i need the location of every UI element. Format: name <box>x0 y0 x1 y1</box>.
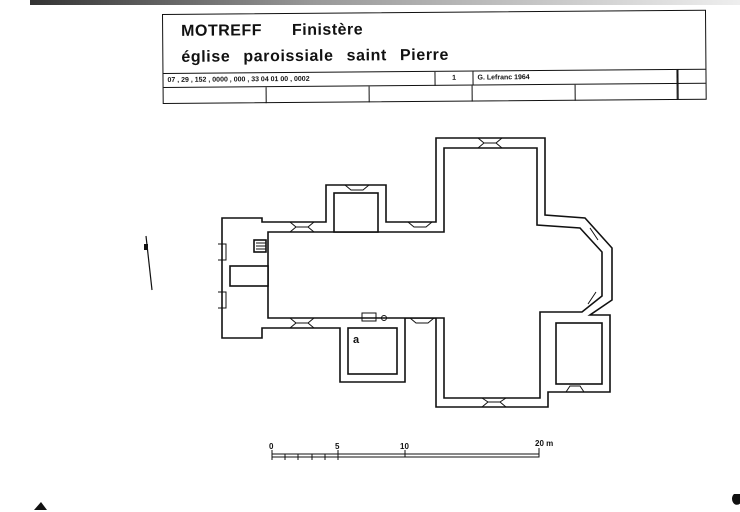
window <box>289 221 315 233</box>
window <box>289 317 315 329</box>
window <box>587 227 599 305</box>
north-arrow <box>144 235 153 291</box>
nave-transept-chancel-interior <box>267 147 603 399</box>
stoup <box>361 312 377 322</box>
window <box>409 317 435 324</box>
scan-edge <box>30 0 740 5</box>
south-chapel-interior <box>555 322 603 385</box>
window <box>407 221 433 228</box>
scale-tick-10: 10 <box>400 442 409 451</box>
corner-mark <box>34 502 47 510</box>
room-label-a: a <box>353 334 360 346</box>
scale-tick-0: 0 <box>269 442 274 451</box>
window <box>565 385 585 393</box>
scale-bar <box>271 448 540 460</box>
window <box>481 397 507 408</box>
scale-tick-5: 5 <box>335 442 340 451</box>
window <box>344 184 370 191</box>
west-door-recess <box>229 265 269 287</box>
window <box>477 137 503 149</box>
font-circle <box>381 315 387 321</box>
corner-mark <box>732 494 740 505</box>
buttress <box>218 243 227 309</box>
scale-tick-20m: 20 m <box>535 439 554 448</box>
north-chapel-interior <box>333 192 379 233</box>
